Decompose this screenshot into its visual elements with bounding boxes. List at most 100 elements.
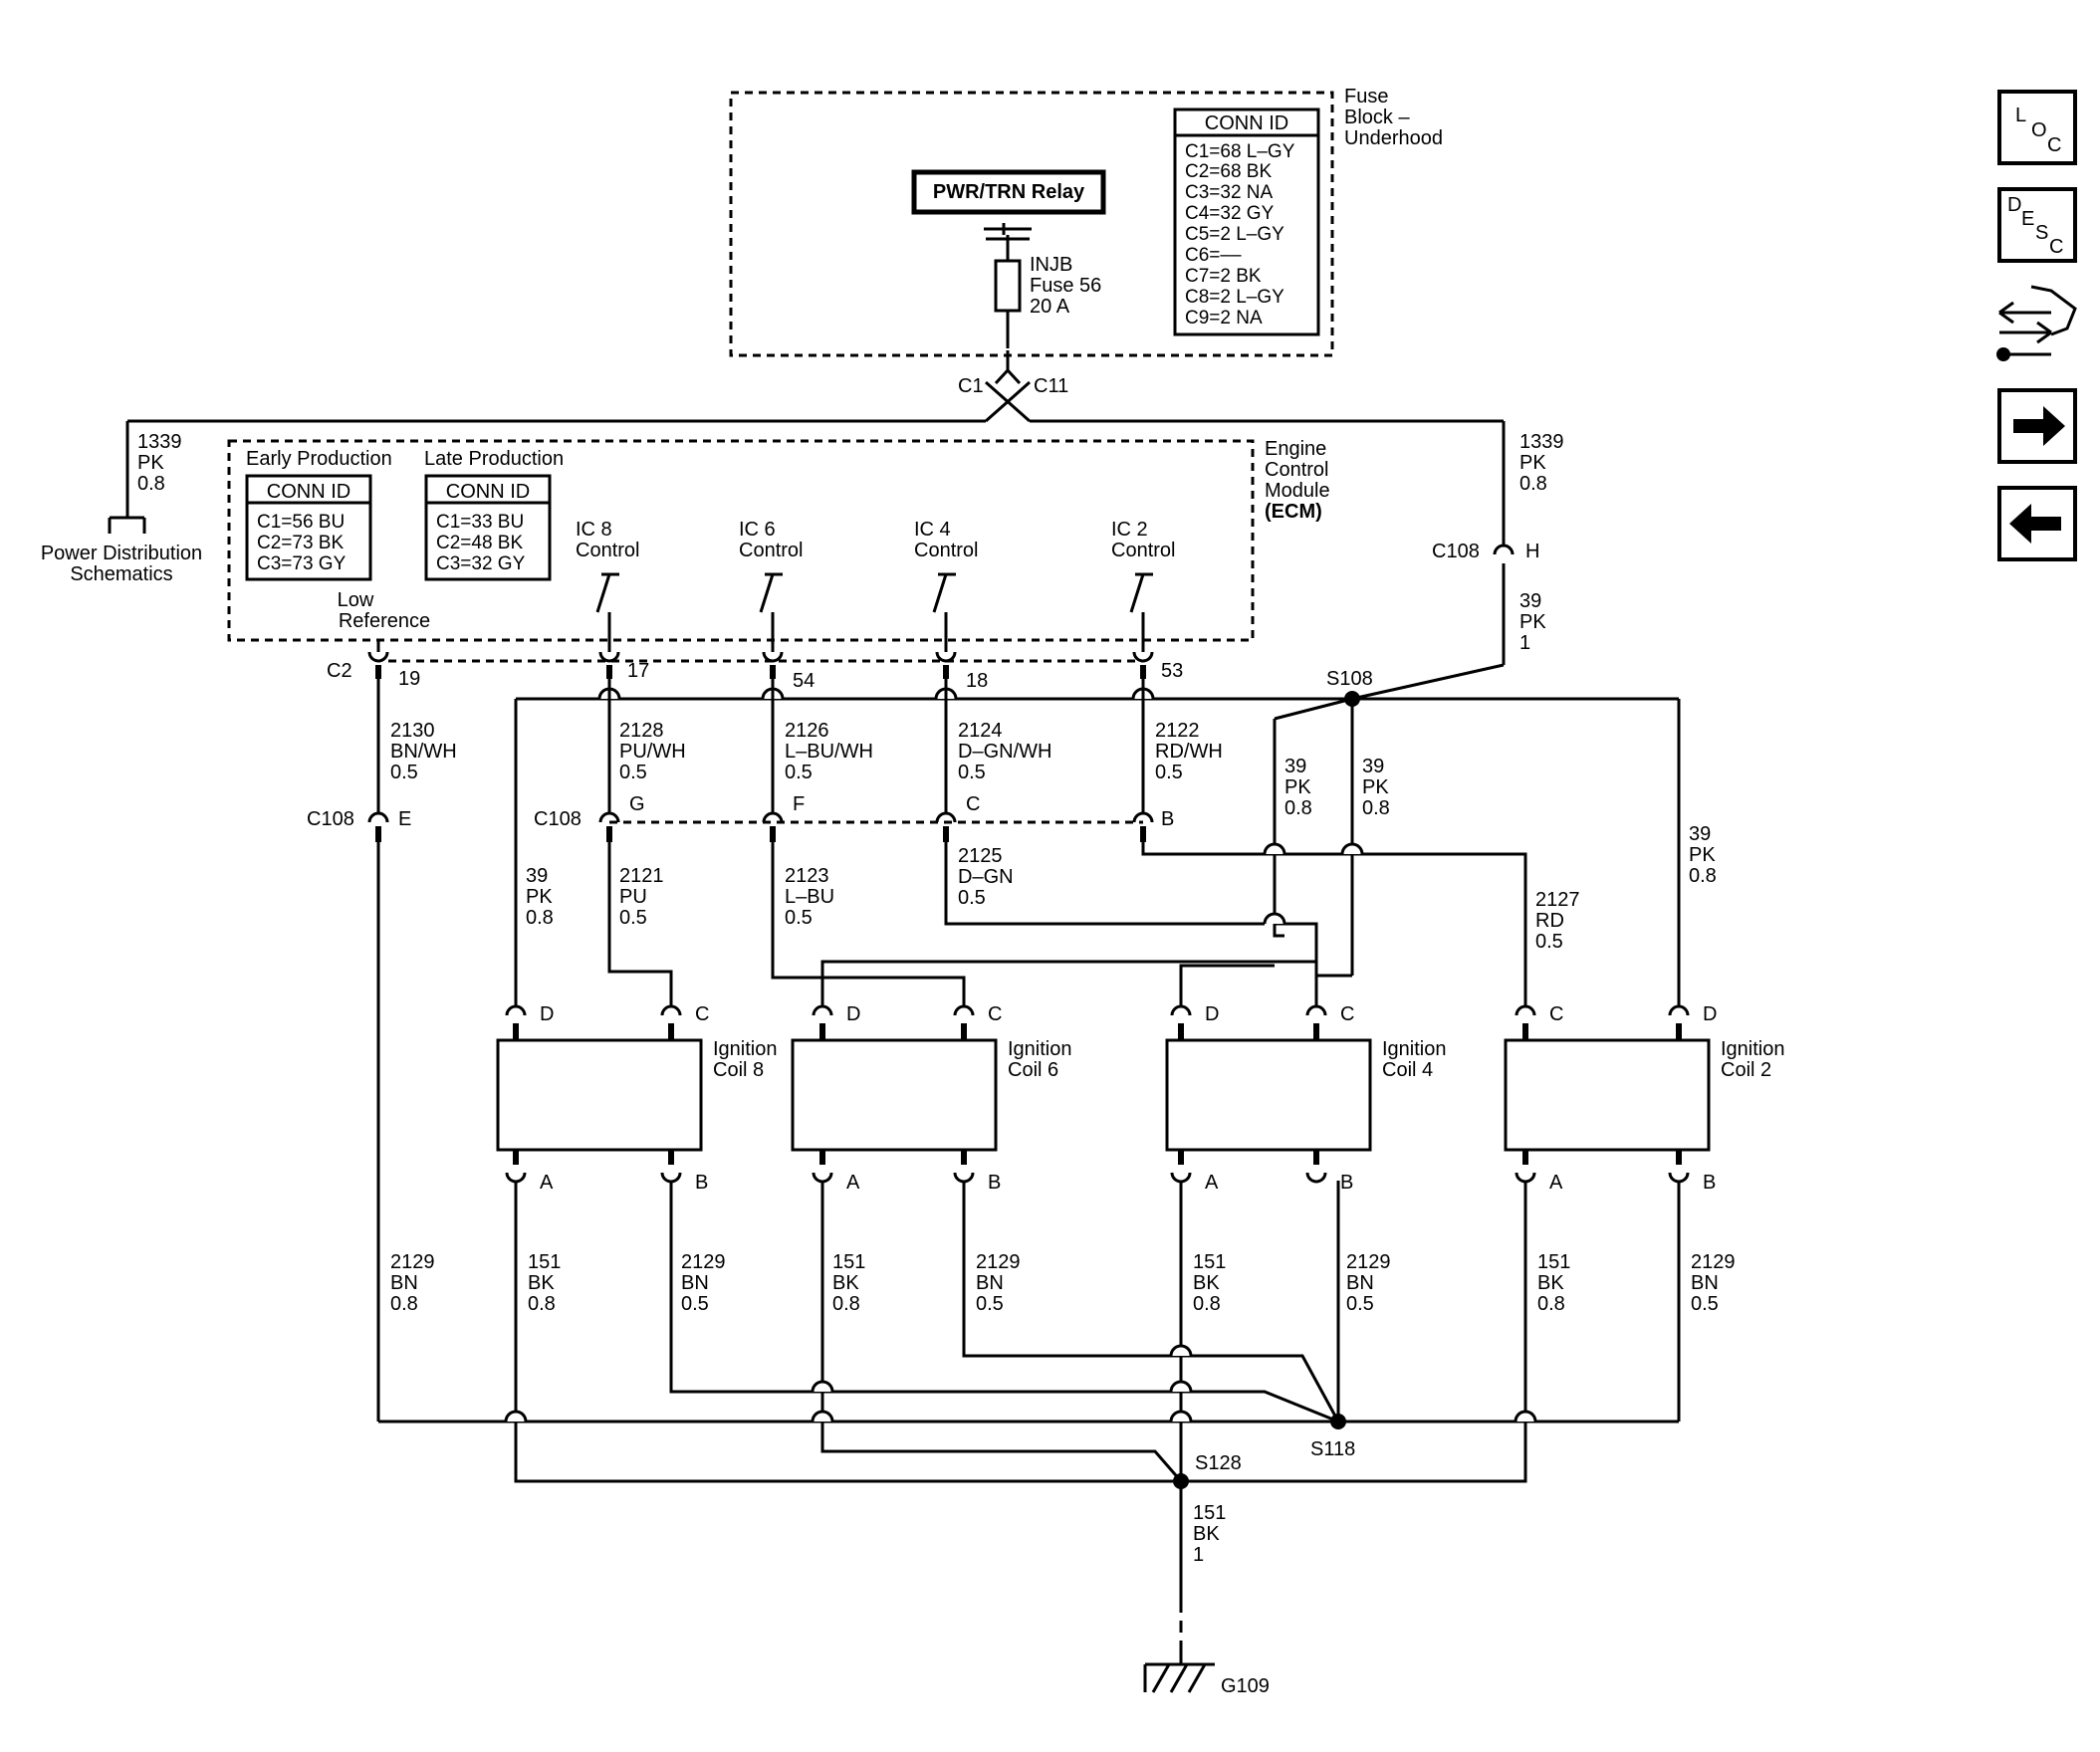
svg-text:C: C (966, 793, 980, 815)
svg-text:1: 1 (1519, 632, 1530, 654)
svg-text:C2: C2 (327, 660, 352, 682)
svg-text:Block –: Block – (1344, 107, 1410, 128)
svg-text:Control: Control (1265, 459, 1328, 481)
svg-text:BN/WH: BN/WH (390, 741, 457, 763)
svg-text:BK: BK (1193, 1272, 1220, 1294)
svg-text:2121: 2121 (619, 865, 664, 887)
splice-s118 (1330, 1414, 1346, 1429)
svg-text:39: 39 (1689, 823, 1711, 845)
svg-text:54: 54 (793, 670, 815, 692)
svg-text:Coil 8: Coil 8 (713, 1059, 764, 1081)
svg-text:C: C (1549, 1003, 1563, 1025)
svg-text:Ignition: Ignition (1721, 1038, 1785, 1060)
svg-text:2127: 2127 (1535, 889, 1580, 911)
svg-text:Coil 2: Coil 2 (1721, 1059, 1771, 1081)
svg-text:C8=2 L–GY: C8=2 L–GY (1185, 287, 1284, 308)
svg-text:0.8: 0.8 (137, 473, 165, 495)
svg-text:39: 39 (1362, 756, 1384, 777)
svg-text:0.8: 0.8 (1537, 1293, 1565, 1315)
ecm-c2-pin-row: C2 19 17 54 18 53 (327, 640, 1183, 692)
svg-text:L–BU: L–BU (785, 886, 834, 908)
splice-s128 (1173, 1473, 1189, 1489)
svg-text:0.5: 0.5 (976, 1293, 1004, 1315)
svg-text:S128: S128 (1195, 1452, 1242, 1474)
ground-g109: G109 (1143, 1601, 1270, 1697)
ic4-control-label: IC 4 (914, 519, 951, 541)
svg-text:151: 151 (832, 1251, 865, 1273)
svg-text:B: B (1161, 808, 1174, 830)
svg-text:Underhood: Underhood (1344, 127, 1443, 149)
power-distribution-ref: 1339 PK 0.8 Power Distribution Schematic… (41, 421, 202, 585)
svg-text:B: B (1340, 1172, 1353, 1194)
svg-text:C: C (695, 1003, 709, 1025)
svg-text:0.8: 0.8 (1689, 865, 1717, 887)
svg-text:D: D (540, 1003, 554, 1025)
svg-text:PK: PK (1689, 844, 1716, 866)
svg-text:C2=73 BK: C2=73 BK (257, 533, 344, 553)
svg-text:BK: BK (1193, 1523, 1220, 1545)
svg-text:2129: 2129 (681, 1251, 726, 1273)
svg-text:17: 17 (627, 660, 649, 682)
fuse-block-title-2: Block – (1344, 107, 1410, 128)
svg-text:0.8: 0.8 (390, 1293, 418, 1315)
svg-text:0.5: 0.5 (958, 887, 986, 909)
svg-text:C108: C108 (534, 808, 582, 830)
fuse-block-conn-id-table: CONN ID C1=68 L–GY C2=68 BK C3=32 NA C4=… (1173, 108, 1320, 336)
svg-text:C6=––: C6=–– (1185, 245, 1242, 266)
svg-text:2125: 2125 (958, 845, 1003, 867)
fuse-number: Fuse 56 (1030, 275, 1101, 297)
svg-text:D: D (2007, 194, 2021, 216)
svg-text:19: 19 (398, 668, 420, 690)
power-bus-39pk: S108 (514, 668, 1681, 1007)
loc-button[interactable]: L O C (1997, 90, 2077, 165)
svg-text:C11: C11 (1034, 375, 1068, 397)
svg-text:Coil 6: Coil 6 (1008, 1059, 1058, 1081)
svg-text:151: 151 (528, 1251, 561, 1273)
svg-text:C108: C108 (307, 808, 354, 830)
svg-text:D: D (1703, 1003, 1717, 1025)
svg-text:0.5: 0.5 (390, 762, 418, 783)
svg-text:CONN ID: CONN ID (446, 481, 530, 503)
svg-text:C1=68 L–GY: C1=68 L–GY (1185, 141, 1295, 162)
ecm-module: Engine Control Module (ECM) Early Produc… (227, 438, 1330, 642)
svg-text:BN: BN (976, 1272, 1004, 1294)
svg-text:RD/WH: RD/WH (1155, 741, 1223, 763)
svg-text:Coil 4: Coil 4 (1382, 1059, 1433, 1081)
fuse-block-underhood: Fuse Block – Underhood PWR/TRN Relay INJ… (729, 86, 1443, 357)
svg-text:D–GN: D–GN (958, 866, 1014, 888)
svg-text:PK: PK (526, 886, 553, 908)
svg-text:Ignition: Ignition (1382, 1038, 1447, 1060)
svg-text:0.5: 0.5 (958, 762, 986, 783)
svg-text:D: D (846, 1003, 860, 1025)
svg-text:Control: Control (576, 540, 639, 561)
back-arrow-button[interactable] (1997, 486, 2077, 561)
svg-text:O: O (2031, 119, 2047, 141)
svg-text:E: E (2021, 208, 2034, 230)
ic8-control-label: IC 8 (576, 519, 612, 541)
svg-text:2124: 2124 (958, 720, 1003, 742)
svg-text:Power Distribution: Power Distribution (41, 543, 202, 564)
svg-text:S108: S108 (1326, 668, 1373, 690)
svg-text:BN: BN (390, 1272, 418, 1294)
svg-text:0.8: 0.8 (528, 1293, 556, 1315)
svg-text:F: F (793, 793, 805, 815)
svg-text:PU/WH: PU/WH (619, 741, 686, 763)
svg-text:Reference: Reference (339, 610, 430, 632)
desc-button[interactable]: D E S C (1997, 187, 2077, 263)
svg-text:C1=33 BU: C1=33 BU (436, 512, 524, 533)
svg-text:Ignition: Ignition (713, 1038, 778, 1060)
forward-arrow-button[interactable] (1997, 388, 2077, 464)
svg-text:A: A (540, 1172, 554, 1194)
svg-text:2126: 2126 (785, 720, 829, 742)
svg-text:PK: PK (137, 452, 164, 474)
svg-text:0.8: 0.8 (1284, 797, 1312, 819)
svg-text:C7=2 BK: C7=2 BK (1185, 266, 1262, 287)
svg-text:Ignition: Ignition (1008, 1038, 1072, 1060)
connector-swap-icon[interactable] (1996, 285, 2077, 361)
fuse-name: INJB (1030, 254, 1072, 276)
late-conn-id-table: CONN ID C1=33 BU C2=48 BK C3=32 GY (424, 474, 552, 581)
c108-connector-row: C108 E C108 G F C B (307, 793, 1174, 842)
